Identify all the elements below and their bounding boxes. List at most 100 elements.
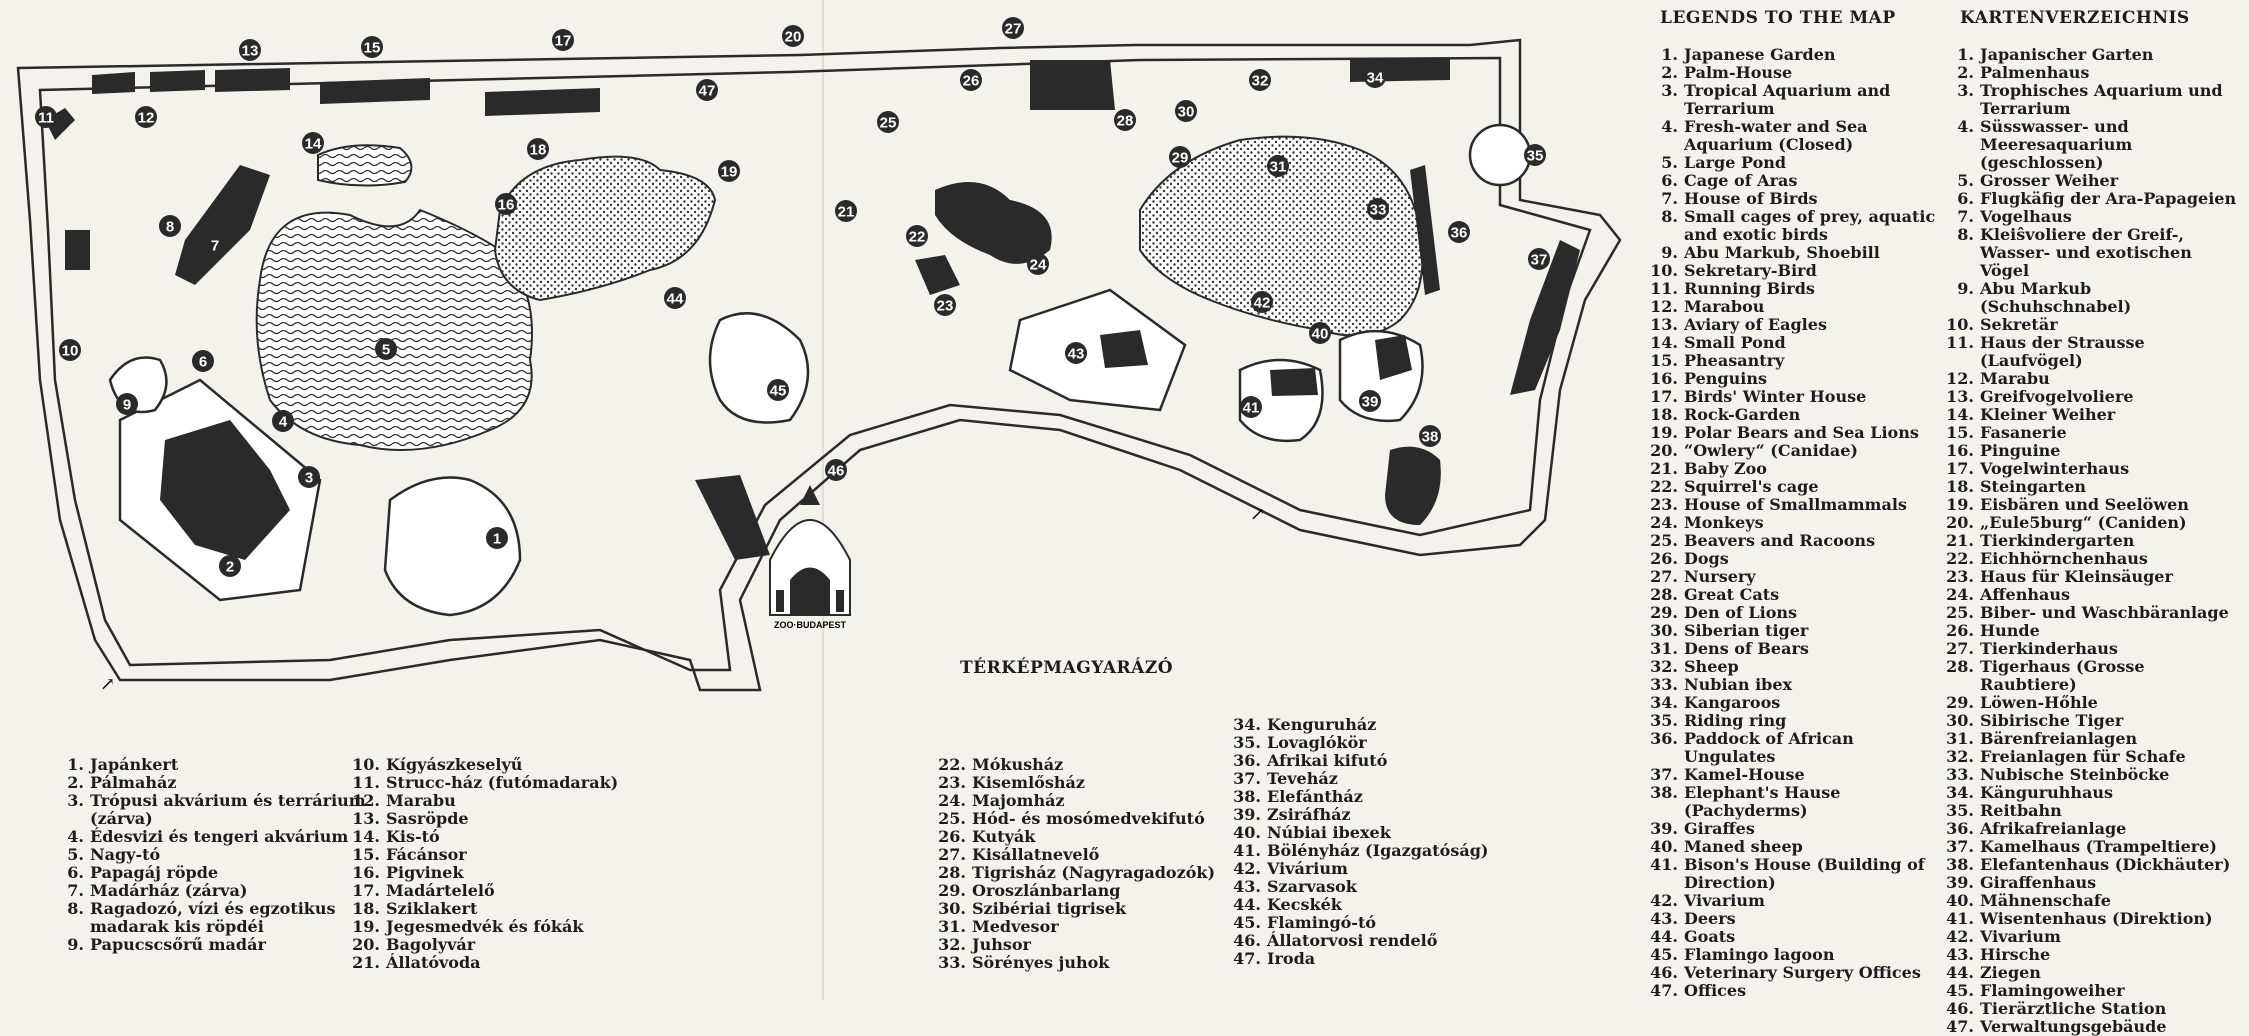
legend-item-label: Small Pond	[1684, 333, 1786, 352]
legend-item-label: Flamingoweiher	[1980, 981, 2125, 1000]
legend-item-number: 25.	[938, 809, 966, 828]
legend-item-number: 47.	[1233, 949, 1261, 968]
legend-item-label: Goats	[1684, 927, 1736, 946]
legend-item-number: 18.	[1946, 477, 1974, 496]
legend-item-number: 44.	[1946, 963, 1974, 982]
legend-item: 40.Núbiai ibexek	[1233, 824, 1533, 842]
legend-item-number: 47.	[1650, 981, 1678, 1000]
legend-item-number: 41.	[1233, 841, 1261, 860]
legend-item: 19.Polar Bears and Sea Lions	[1644, 424, 1944, 442]
legend-item: 40.Maned sheep	[1644, 838, 1944, 856]
legend-item-number: 21.	[1650, 459, 1678, 478]
enclosure-japanese-garden	[383, 476, 522, 617]
legend-item: 29.Den of Lions	[1644, 604, 1944, 622]
legend-item-number: 38.	[1233, 787, 1261, 806]
map-marker-38: 38	[1419, 425, 1441, 447]
legend-item-label: Eichhörnchenhaus	[1980, 549, 2148, 568]
legend-item-number: 23.	[1650, 495, 1678, 514]
legend-item-label: Kecskék	[1267, 895, 1342, 914]
legend-item-number: 24.	[938, 791, 966, 810]
legend-item-number: 30.	[1650, 621, 1678, 640]
legend-item-number: 21.	[1946, 531, 1974, 550]
map-marker-8: 8	[159, 215, 181, 237]
map-marker-43: 43	[1065, 342, 1087, 364]
legend-item-number: 22.	[1650, 477, 1678, 496]
legend-item-number: 23.	[938, 773, 966, 792]
legend-item: 44.Goats	[1644, 928, 1944, 946]
building-kamel-house	[1510, 240, 1580, 395]
legend-item-label: Kleiŝvoliere der Greif-, Wasser- und exo…	[1980, 225, 2192, 280]
svg-text:18: 18	[530, 142, 547, 159]
legend-item-label: Dogs	[1684, 549, 1729, 568]
legend-item-label: Kleiner Weiher	[1980, 405, 2116, 424]
legend-item-label: Nursery	[1684, 567, 1756, 586]
legend-item-label: Bison's House (Building of Direction)	[1684, 855, 1925, 892]
legend-item: 37.Teveház	[1233, 770, 1533, 788]
legend-item-number: 45.	[1650, 945, 1678, 964]
legend-item-number: 29.	[1946, 693, 1974, 712]
legend-item-label: Vivarium	[1980, 927, 2061, 946]
legend-item-number: 4.	[67, 827, 84, 846]
map-marker-15: 15	[361, 36, 383, 58]
svg-text:31: 31	[1270, 159, 1287, 176]
map-marker-21: 21	[835, 200, 857, 222]
legend-item: 8.Kleiŝvoliere der Greif-, Wasser- und e…	[1940, 226, 2240, 280]
legend-item-number: 1.	[67, 755, 84, 774]
legend-item: 37.Kamelhaus (Trampeltiere)	[1940, 838, 2240, 856]
svg-text:14: 14	[305, 136, 322, 153]
map-marker-47: 47	[696, 79, 718, 101]
svg-text:11: 11	[38, 110, 54, 127]
svg-text:21: 21	[838, 204, 855, 221]
legend-item-label: Baby Zoo	[1684, 459, 1767, 478]
legend-item: 13.Sasröpde	[352, 810, 682, 828]
legend-item: 40.Mähnenschafe	[1940, 892, 2240, 910]
svg-text:20: 20	[785, 29, 802, 46]
exit-arrow-icon: ↗	[1250, 504, 1265, 525]
map-marker-25: 25	[877, 111, 899, 133]
legend-item-label: Madártelelő	[386, 881, 495, 900]
legend-item-number: 8.	[67, 899, 84, 918]
legend-item-number: 17.	[352, 881, 380, 900]
legend-item: 17.Vogelwinterhaus	[1940, 460, 2240, 478]
legend-item-number: 26.	[938, 827, 966, 846]
legend-item: 41.Wisentenhaus (Direktion)	[1940, 910, 2240, 928]
legend-item: 36.Afrikafreianlage	[1940, 820, 2240, 838]
legend-item: 24.Monkeys	[1644, 514, 1944, 532]
legend-item-label: Tierärztliche Station	[1980, 999, 2167, 1018]
legend-item-label: Running Birds	[1684, 279, 1815, 298]
building-house-of-birds	[175, 165, 270, 285]
legend-item: 32.Freianlagen für Schafe	[1940, 748, 2240, 766]
legend-item-label: Tierkinderhaus	[1980, 639, 2118, 658]
legend-item: 21. Baby Zoo	[1644, 460, 1944, 478]
legend-item-label: Greifvogelvoliere	[1980, 387, 2134, 406]
svg-text:25: 25	[880, 115, 897, 132]
legend-item-label: Reitbahn	[1980, 801, 2062, 820]
legend-item-label: Mókusház	[972, 755, 1064, 774]
legend-item-label: House of Birds	[1684, 189, 1818, 208]
legend-item: 32.Sheep	[1644, 658, 1944, 676]
map-marker-10: 10	[59, 339, 81, 361]
legend-item-number: 32.	[1946, 747, 1974, 766]
legend-item-number: 42.	[1233, 859, 1261, 878]
legend-item: 32.Juhsor	[938, 936, 1258, 954]
map-marker-44: 44	[664, 287, 686, 309]
svg-text:6: 6	[199, 354, 207, 371]
legend-item-label: Cage of Aras	[1684, 171, 1798, 190]
legend-item-label: Affenhaus	[1980, 585, 2070, 604]
legend-item: 1.Japanese Garden	[1644, 46, 1944, 64]
map-marker-16: 16	[495, 193, 517, 215]
legend-item: 25.Biber- und Waschbäranlage	[1940, 604, 2240, 622]
map-marker-3: 3	[298, 466, 320, 488]
map-marker-2: 2	[219, 555, 241, 577]
legend-item-label: Palm-House	[1684, 63, 1793, 82]
building-north-row-4	[320, 78, 430, 104]
legend-item-number: 19.	[1946, 495, 1974, 514]
map-marker-6: 6	[192, 350, 214, 372]
legend-item: 23.Kisemlősház	[938, 774, 1258, 792]
legend-item: 43.Deers	[1644, 910, 1944, 928]
legend-item-label: Elefantenhaus (Dickhäuter)	[1980, 855, 2231, 874]
map-marker-19: 19	[718, 160, 740, 182]
legend-item-number: 7.	[1957, 207, 1974, 226]
legend-item-label: Kangaroos	[1684, 693, 1781, 712]
legend-item: 27.Tierkinderhaus	[1940, 640, 2240, 658]
